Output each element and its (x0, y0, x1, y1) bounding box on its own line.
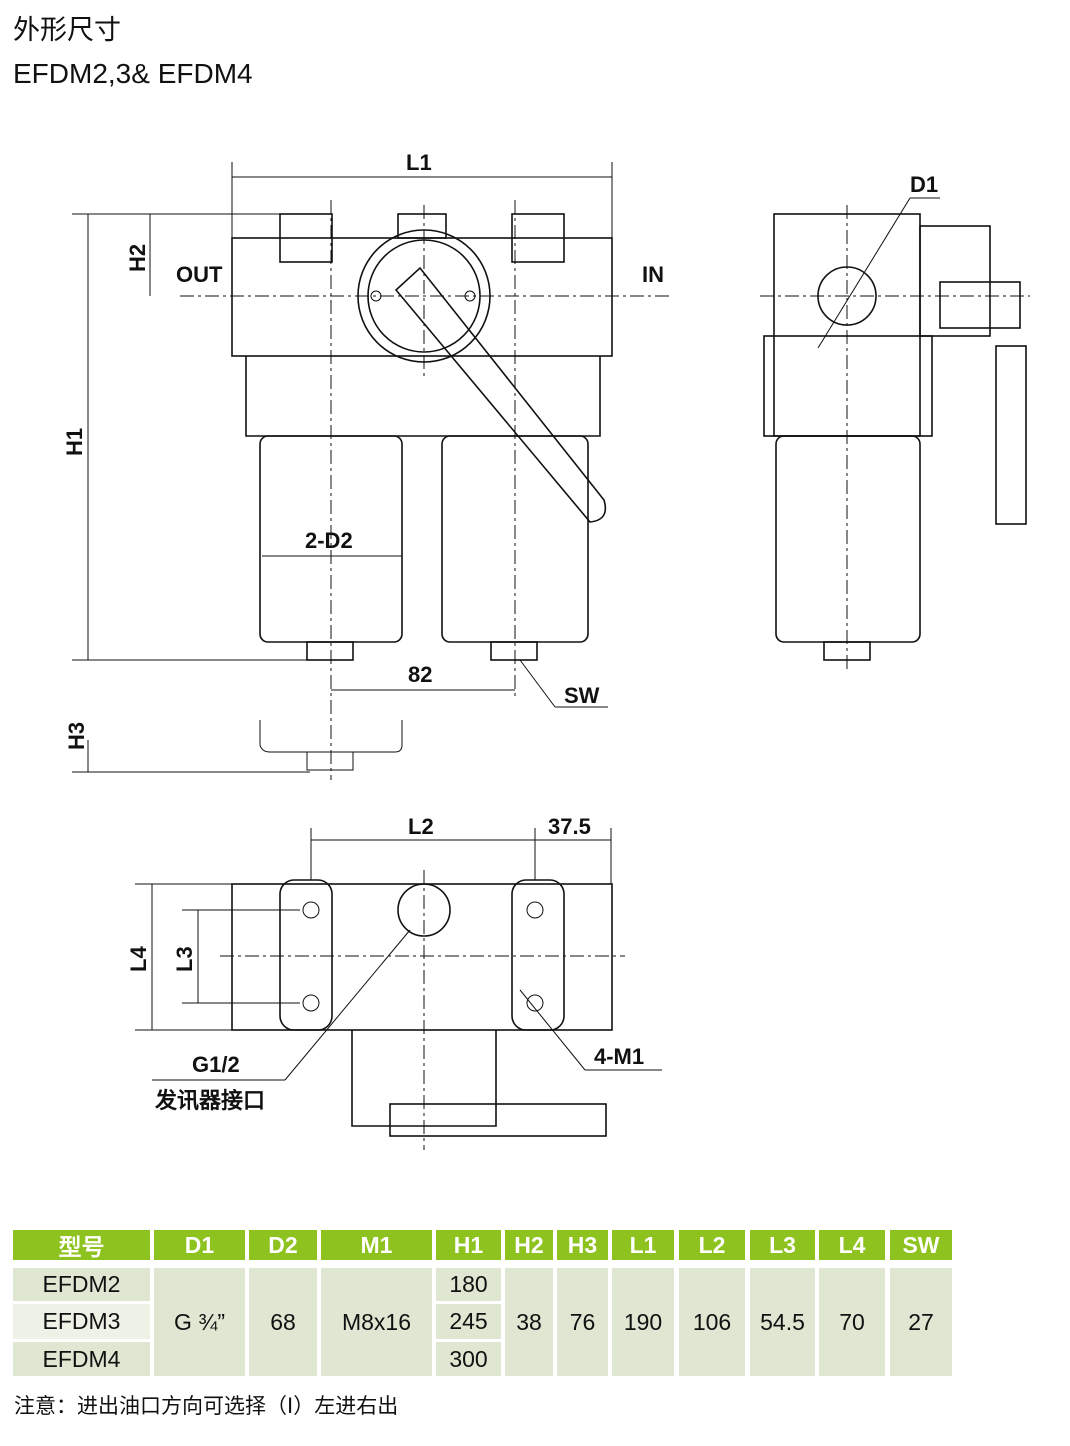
model-subtitle: EFDM2,3& EFDM4 (13, 58, 253, 89)
header-model: 型号 (13, 1230, 150, 1260)
h2-cell: 38 (505, 1268, 553, 1376)
label-h3: H3 (64, 722, 89, 750)
label-82: 82 (408, 662, 432, 687)
label-in: IN (642, 262, 664, 287)
label-37-5: 37.5 (548, 814, 591, 839)
label-l2: L2 (408, 814, 434, 839)
sw-cell: 27 (890, 1268, 952, 1376)
header-l2: L2 (679, 1230, 745, 1260)
label-d2: 2-D2 (305, 528, 353, 553)
model-cell: EFDM2 (13, 1268, 150, 1301)
header-d1: D1 (154, 1230, 245, 1260)
header-l3: L3 (750, 1230, 815, 1260)
label-d1: D1 (910, 172, 938, 197)
header-sw: SW (890, 1230, 952, 1260)
front-view: L1 OUT IN H2 H1 2-D2 82 SW H3 (62, 150, 670, 780)
d1-cell: G ¾” (154, 1268, 245, 1376)
header-l4: L4 (819, 1230, 885, 1260)
header-m1: M1 (321, 1230, 432, 1260)
header-h1: H1 (436, 1230, 501, 1260)
h1-cell: 180 (436, 1268, 501, 1301)
d2-cell: 68 (249, 1268, 317, 1376)
header-l1: L1 (612, 1230, 674, 1260)
side-view: D1 (760, 172, 1030, 670)
model-cell: EFDM4 (13, 1342, 150, 1376)
dimension-drawing: L1 OUT IN H2 H1 2-D2 82 SW H3 D1 (62, 150, 1030, 1150)
h3-cell: 76 (557, 1268, 608, 1376)
model-cell: EFDM3 (13, 1304, 150, 1339)
label-l1: L1 (406, 150, 432, 175)
label-out: OUT (176, 262, 223, 287)
l3-cell: 54.5 (750, 1268, 815, 1376)
l4-cell: 70 (819, 1268, 885, 1376)
header-h2: H2 (505, 1230, 553, 1260)
header-d2: D2 (249, 1230, 317, 1260)
l2-cell: 106 (679, 1268, 745, 1376)
h1-cell: 245 (436, 1304, 501, 1339)
footnote: 注意：进出油口方向可选择（I）左进右出 (14, 1394, 399, 1418)
label-h1: H1 (62, 428, 87, 456)
label-sw: SW (564, 683, 600, 708)
label-signal-port: 发讯器接口 (154, 1088, 265, 1114)
label-h2: H2 (125, 244, 150, 272)
l1-cell: 190 (612, 1268, 674, 1376)
label-l4: L4 (126, 946, 151, 972)
label-4-m1: 4-M1 (594, 1044, 644, 1069)
header-h3: H3 (557, 1230, 608, 1260)
h1-cell: 300 (436, 1342, 501, 1376)
m1-cell: M8x16 (321, 1268, 432, 1376)
top-view: L2 37.5 L4 L3 4-M1 G1/2 发讯器接口 (126, 814, 662, 1150)
section-title: 外形尺寸 (13, 15, 121, 46)
label-g1-2: G1/2 (192, 1052, 240, 1077)
label-l3: L3 (172, 946, 197, 972)
